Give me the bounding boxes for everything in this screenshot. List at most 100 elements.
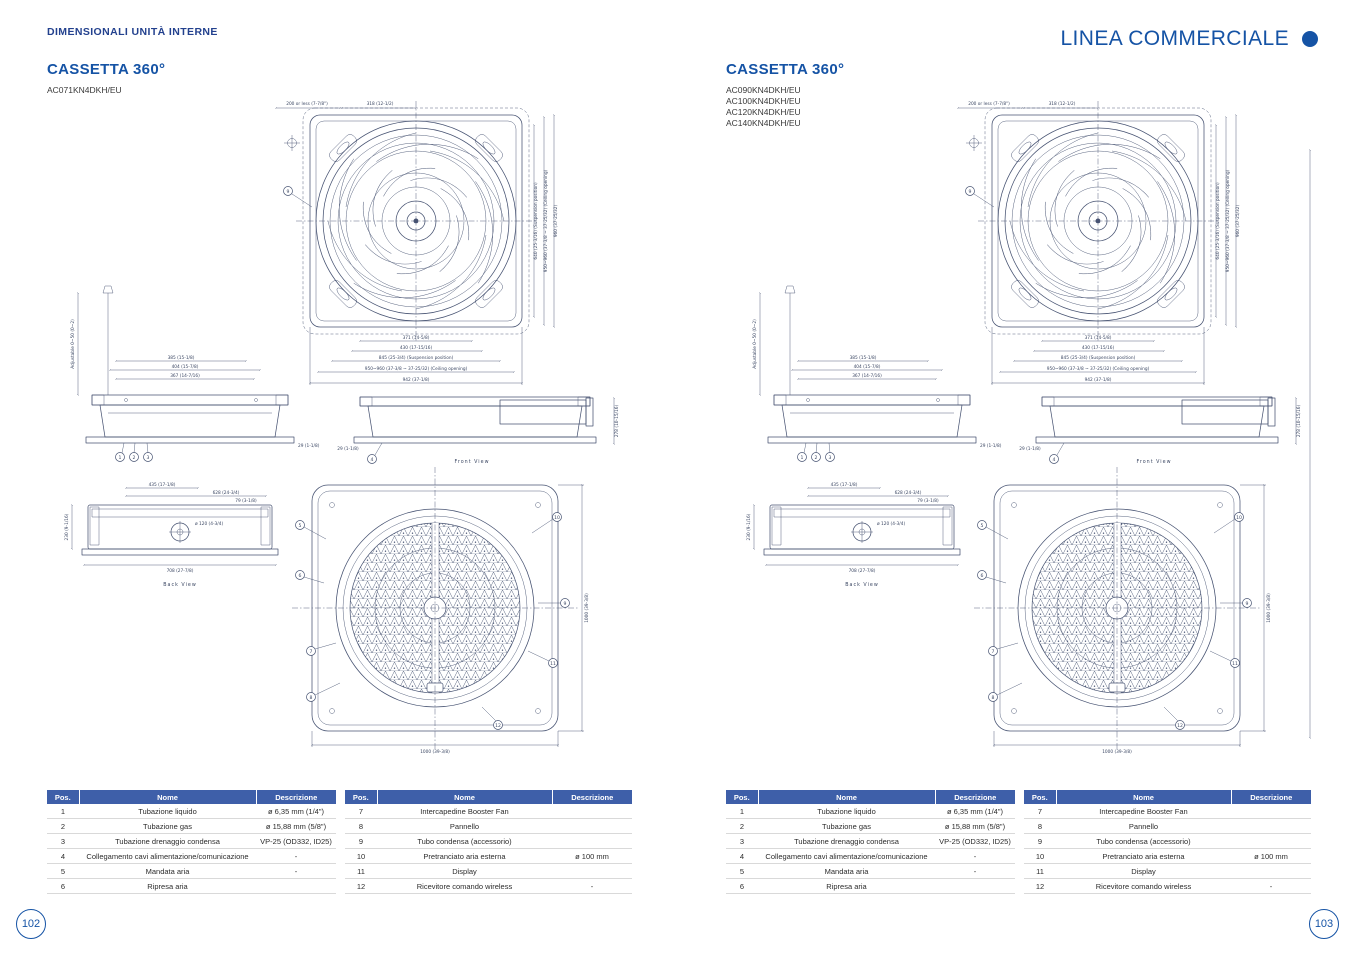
line-header: LINEA COMMERCIALE — [1060, 27, 1318, 51]
table-cell: ø 15,88 mm (5/8") — [256, 818, 336, 834]
column-header: Descrizione — [935, 790, 1015, 804]
table-cell: 8 — [1024, 818, 1056, 834]
table-cell: 1 — [47, 804, 79, 819]
table-cell — [1231, 818, 1311, 834]
page-number-right: 103 — [1309, 909, 1339, 939]
table-cell: 10 — [1024, 848, 1056, 864]
table-cell: 7 — [1024, 804, 1056, 819]
table-cell: - — [256, 863, 336, 879]
table-cell: Tubazione gas — [79, 818, 256, 834]
table-cell: Pretranciato aria esterna — [377, 848, 552, 864]
table-cell: Pretranciato aria esterna — [1056, 848, 1231, 864]
table-cell: VP-25 (OD332, ID25) — [256, 833, 336, 849]
table-cell: 2 — [726, 818, 758, 834]
table-cell: Collegamento cavi alimentazione/comunica… — [79, 848, 256, 864]
table-cell: Tubazione gas — [758, 818, 935, 834]
table-cell: ø 6,35 mm (1/4") — [935, 804, 1015, 819]
table-cell: Tubazione drenaggio condensa — [79, 833, 256, 849]
table-cell: 4 — [47, 848, 79, 864]
drawing-left-page — [64, 101, 620, 755]
table-cell: 9 — [345, 833, 377, 849]
table-cell: Ripresa aria — [758, 878, 935, 894]
table-cell: Tubazione liquido — [758, 804, 935, 819]
section-label: DIMENSIONALI UNITÀ INTERNE — [47, 26, 218, 38]
table-cell: 11 — [345, 863, 377, 879]
column-header: Descrizione — [256, 790, 336, 804]
model-list-left: AC071KN4DKH/EU — [47, 85, 122, 96]
table-cell — [1231, 833, 1311, 849]
column-header: Nome — [758, 790, 936, 804]
table-cell: - — [935, 863, 1015, 879]
table-cell: 5 — [726, 863, 758, 879]
page-title-left: CASSETTA 360° — [47, 61, 166, 78]
page-title-right: CASSETTA 360° — [726, 61, 845, 78]
table-cell: Tubo condensa (accessorio) — [377, 833, 552, 849]
model-code: AC071KN4DKH/EU — [47, 85, 122, 95]
column-header: Pos. — [726, 790, 759, 804]
table-cell: - — [256, 848, 336, 864]
table-cell: - — [552, 878, 632, 894]
column-header: Pos. — [47, 790, 80, 804]
model-code: AC100KN4DKH/EU — [726, 96, 801, 106]
table-cell — [552, 833, 632, 849]
column-header: Pos. — [1024, 790, 1057, 804]
table-cell — [552, 804, 632, 819]
model-code: AC120KN4DKH/EU — [726, 107, 801, 117]
table-cell — [552, 818, 632, 834]
table-cell: 7 — [345, 804, 377, 819]
table-cell: ø 100 mm — [1231, 848, 1311, 864]
table-cell — [935, 878, 1015, 894]
table-cell — [256, 878, 336, 894]
table-cell: ø 6,35 mm (1/4") — [256, 804, 336, 819]
column-header: Nome — [79, 790, 257, 804]
table-cell: 3 — [726, 833, 758, 849]
table-cell: 11 — [1024, 863, 1056, 879]
table-cell: Mandata aria — [758, 863, 935, 879]
table-cell: ø 15,88 mm (5/8") — [935, 818, 1015, 834]
table-cell: Ripresa aria — [79, 878, 256, 894]
table-cell: Display — [377, 863, 552, 879]
table-cell: 9 — [1024, 833, 1056, 849]
column-header: Descrizione — [552, 790, 632, 804]
table-cell: Tubazione drenaggio condensa — [758, 833, 935, 849]
model-code: AC090KN4DKH/EU — [726, 85, 801, 95]
table-cell: 10 — [345, 848, 377, 864]
table-cell: VP-25 (OD332, ID25) — [935, 833, 1015, 849]
brand-dot-icon — [1302, 31, 1318, 47]
table-cell: Tubo condensa (accessorio) — [1056, 833, 1231, 849]
table-cell: Pannello — [377, 818, 552, 834]
table-cell: 6 — [47, 878, 79, 894]
table-cell: Tubazione liquido — [79, 804, 256, 819]
table-cell: - — [935, 848, 1015, 864]
table-cell — [552, 863, 632, 879]
column-header: Nome — [377, 790, 553, 804]
page-number-left: 102 — [16, 909, 46, 939]
table-cell: Intercapedine Booster Fan — [1056, 804, 1231, 819]
